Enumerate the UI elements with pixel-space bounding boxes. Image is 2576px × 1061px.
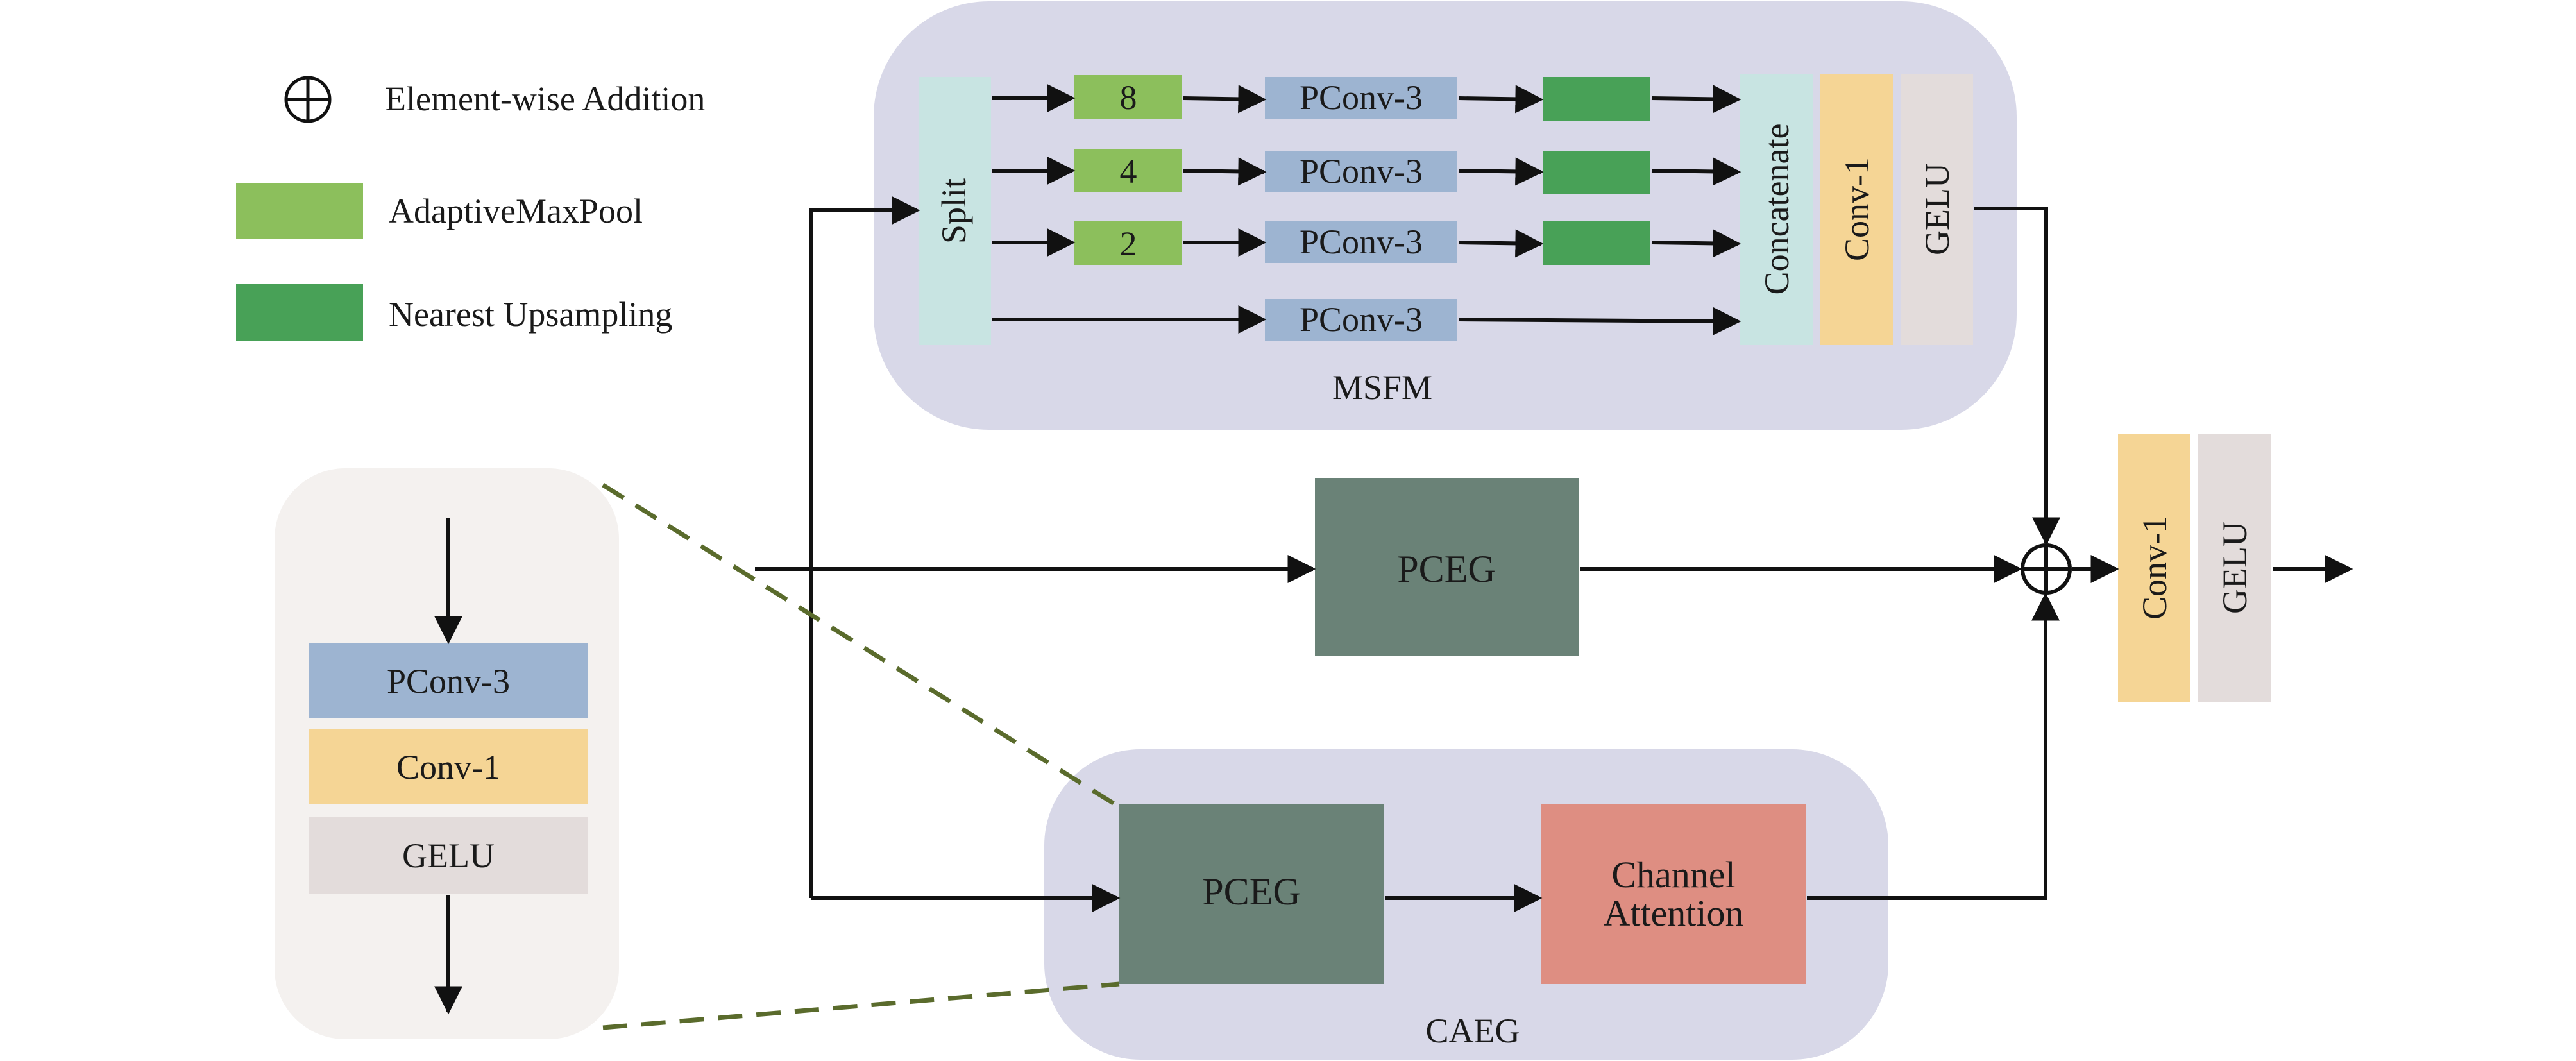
caeg-title: CAEG (1426, 1012, 1520, 1050)
output-gelu-block (2198, 434, 2271, 702)
maxpool-block-8 (1074, 75, 1182, 119)
caeg-pceg-block (1119, 804, 1384, 984)
pool-size-4: 4 (1120, 152, 1137, 191)
caeg-pceg-label: PCEG (1202, 870, 1300, 913)
msfm-conv-label: Conv-1 (1838, 157, 1876, 261)
pconv-block-row2 (1265, 151, 1457, 192)
msfm-conv-block (1820, 74, 1893, 345)
output-conv-label: Conv-1 (2135, 516, 2174, 620)
upsampling-legend-label: Nearest Upsampling (389, 295, 672, 334)
addition-legend-icon (284, 76, 332, 123)
upsampling-block-row2 (1543, 151, 1650, 194)
output-conv-block (2118, 434, 2190, 702)
upsampling-block-row3 (1543, 221, 1650, 265)
pconv-block-row3 (1265, 221, 1457, 263)
zoom-dashed-lines (602, 483, 1121, 1030)
connectors (434, 84, 2353, 1015)
pconv-label-row1: PConv-3 (1300, 78, 1423, 117)
detail-pconv-block (309, 643, 588, 718)
msfm-gelu-label: GELU (1918, 163, 1956, 255)
pconv-block-row1 (1265, 77, 1457, 119)
pconv-label-row3: PConv-3 (1300, 223, 1423, 261)
maxpool-block-4 (1074, 149, 1182, 192)
maxpool-legend-label: AdaptiveMaxPool (389, 192, 643, 230)
concatenate-block (1740, 74, 1813, 345)
pool-size-2: 2 (1120, 225, 1137, 263)
pconv-label-row2: PConv-3 (1300, 152, 1423, 191)
split-label: Split (935, 178, 973, 244)
maxpool-legend-swatch (236, 183, 363, 239)
output-gelu-label: GELU (2216, 522, 2254, 614)
channel-attention-label-line2: Attention (1603, 892, 1743, 934)
addition-node-icon (2021, 543, 2072, 595)
middle-pceg-label: PCEG (1397, 548, 1495, 590)
maxpool-block-2 (1074, 221, 1182, 265)
msfm-gelu-block (1901, 74, 1973, 345)
pconv-block-row4 (1265, 299, 1457, 341)
addition-legend-label: Element-wise Addition (385, 80, 705, 118)
pconv-label-row4: PConv-3 (1300, 300, 1423, 339)
detail-gelu-label: GELU (402, 836, 495, 875)
detail-pconv-label: PConv-3 (387, 662, 510, 700)
middle-pceg-block (1315, 478, 1579, 656)
upsampling-block-row1 (1543, 77, 1650, 121)
legend: Element-wise Addition AdaptiveMaxPool Ne… (236, 76, 705, 341)
caeg-module: PCEG Channel Attention CAEG (1044, 749, 1888, 1060)
split-block (919, 77, 991, 345)
concatenate-label: Concatenate (1758, 124, 1796, 295)
detail-gelu-block (309, 817, 588, 894)
msfm-title: MSFM (1332, 368, 1432, 407)
upsampling-legend-swatch (236, 284, 363, 341)
pool-size-8: 8 (1120, 78, 1137, 117)
pceg-detail-panel: PConv-3 Conv-1 GELU (275, 468, 619, 1039)
channel-attention-block (1541, 804, 1806, 984)
channel-attention-label-line1: Channel (1611, 854, 1735, 895)
msfm-module: Split 8 PConv-3 4 PConv-3 2 PConv-3 PCon… (874, 1, 2017, 430)
detail-conv-label: Conv-1 (396, 748, 500, 786)
detail-conv-block (309, 729, 588, 804)
